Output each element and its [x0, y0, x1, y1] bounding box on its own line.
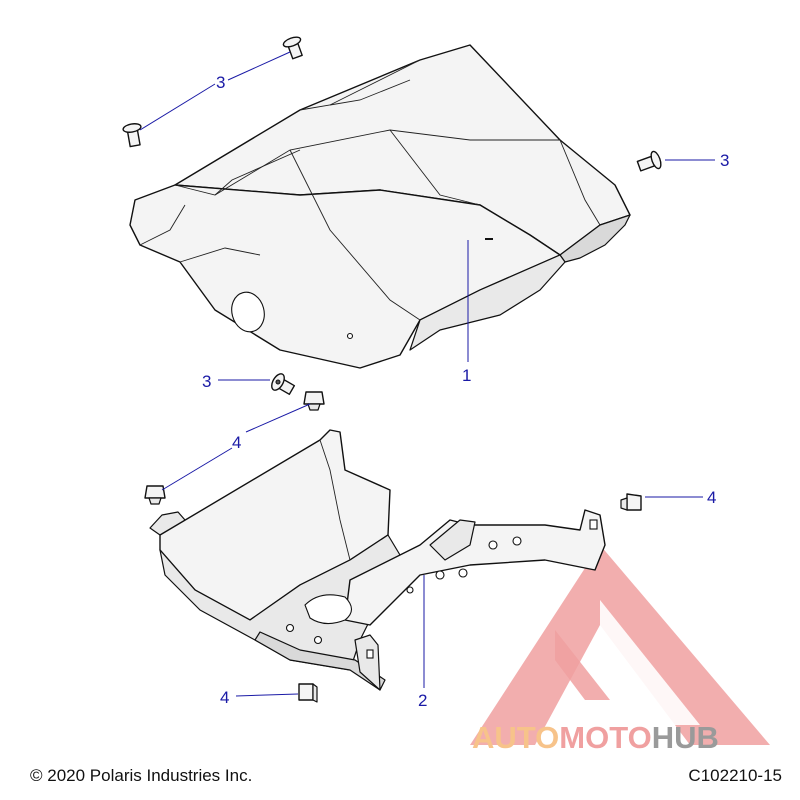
callout-3-right: 3 [720, 151, 729, 170]
automotohub-watermark-logo: AUTOMOTOHUB [470, 545, 770, 755]
part-1-upper-cover [129, 44, 631, 369]
part-2-lower-skid-plate [149, 429, 606, 691]
part-3-bolt-middle [271, 373, 296, 396]
callout-labels: 1 2 3 3 3 4 4 4 [202, 73, 729, 710]
part-4-clip-upper [303, 391, 325, 411]
watermark-text-hub: HUB [652, 720, 719, 755]
part-3-bolt-right [636, 150, 662, 172]
callout-3-top: 3 [216, 73, 225, 92]
part-4-clip-right [620, 493, 642, 511]
callout-4-bottom: 4 [220, 688, 229, 707]
callout-4-upper: 4 [232, 433, 241, 452]
copyright-text: © 2020 Polaris Industries Inc. [30, 766, 253, 785]
callout-4-right: 4 [707, 488, 716, 507]
part-4-clip-left [144, 485, 166, 505]
callout-1: 1 [462, 366, 471, 385]
watermark-text-moto: MOTO [559, 720, 651, 755]
part-3-bolt-left [122, 123, 142, 148]
part-3-bolt-top [282, 36, 303, 60]
drawing-id-text: C102210-15 [688, 766, 782, 785]
svg-text:AUTOMOTOHUB: AUTOMOTOHUB [472, 720, 719, 755]
callout-2: 2 [418, 691, 427, 710]
leader-lines [139, 51, 715, 697]
part-4-clip-bottom [298, 683, 318, 703]
watermark-text-auto: AUTO [472, 720, 559, 755]
callout-3-middle: 3 [202, 372, 211, 391]
